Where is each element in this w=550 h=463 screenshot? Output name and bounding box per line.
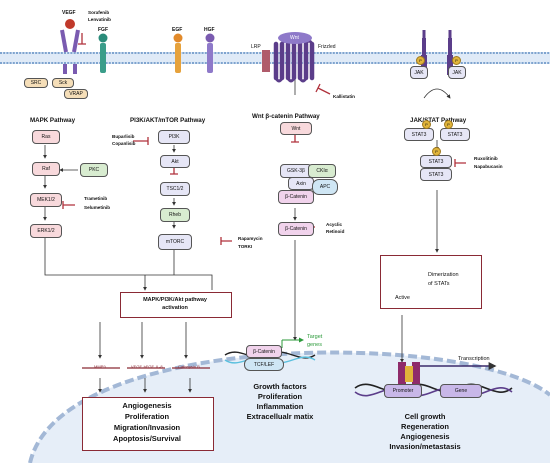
mapk-pathway-title: MAPK Pathway xyxy=(30,117,76,124)
wnt-outcome-1: Growth factors xyxy=(253,382,307,391)
vegf-receptor xyxy=(60,19,80,74)
phosphate-dot-2: P xyxy=(452,56,461,65)
erk-node: ERK1/2 xyxy=(30,224,62,238)
outcome-angiogenesis: Angiogenesis xyxy=(122,401,172,410)
jak-node-2: JAK xyxy=(448,66,466,79)
jak-pathway-title: JAK/STAT Pathway xyxy=(410,117,467,124)
frizzled-label: Frizzled xyxy=(318,44,336,50)
sck-node: Sck xyxy=(52,78,74,88)
src-node: SRC xyxy=(24,78,48,88)
outcome-apoptosis: Apoptosis/Survival xyxy=(113,434,181,443)
gene-vegf-bfgf: VEGF, bFGF, IL-8 xyxy=(131,364,163,369)
drug-rapamycin: Rapamycin xyxy=(238,236,263,241)
wnt-ligand-label: Wnt xyxy=(290,35,299,41)
drug-buparlisib: Buparlisib xyxy=(112,134,135,139)
left-gene-markers xyxy=(82,367,210,393)
drug-lenvatinib: Lenvatinib xyxy=(88,17,111,22)
pi3k-arrows xyxy=(98,145,188,359)
frizzled-receptor xyxy=(262,32,315,83)
phosphate-dot-4: P xyxy=(444,120,453,129)
drug-ruxolitinib: Ruxolitinib xyxy=(474,156,498,161)
jak-outcome-2: Regeneration xyxy=(401,422,449,431)
gene-cathepsin: Cathepsin B xyxy=(178,364,200,369)
ras-node: Ras xyxy=(32,130,60,144)
active-label: Active xyxy=(395,295,410,301)
drug-trametinib: Trametinib xyxy=(84,196,108,201)
axin-node: Axin xyxy=(288,177,314,190)
tsc-node: TSC1/2 xyxy=(160,182,190,196)
pi3k-pathway-title: PI3K/AKT/mTOR Pathway xyxy=(130,117,206,124)
outcome-migration: Migration/Invasion xyxy=(113,423,181,432)
promoter-node: Promoter xyxy=(384,384,422,398)
vegf-label: VEGF xyxy=(62,10,76,16)
egf-receptor xyxy=(173,33,183,73)
target-genes-1: Target xyxy=(307,334,323,340)
wnt-outcome-2: Proliferation xyxy=(257,392,303,401)
drug-kallistatin: Kallistatin xyxy=(333,94,355,99)
wnt-pathway-title: Wnt β-catenin Pathway xyxy=(252,113,320,120)
promoter-dimer-graphic xyxy=(398,362,420,386)
gene-node: Gene xyxy=(440,384,482,398)
target-genes-2: genes xyxy=(307,342,322,348)
drug-napabucasin: Napabucasin xyxy=(474,164,503,169)
wnt-node: Wnt xyxy=(280,122,312,135)
drug-acyclic: Acyclic xyxy=(326,222,343,227)
dimerization-label-1: Dimerization xyxy=(428,272,459,278)
mtorc-node: mTORC xyxy=(158,234,192,250)
activation-box xyxy=(120,292,232,318)
akt-node: Akt xyxy=(160,155,190,168)
lrp-label: LRP xyxy=(251,44,261,50)
fgf-label: FGF xyxy=(98,27,108,33)
pkc-node: PKC xyxy=(80,163,108,177)
gene-mmp9: MMP9 xyxy=(94,364,106,369)
activation-line1: MAPK/PI3K/Akt pathway xyxy=(143,297,207,303)
hgf-label: HGF xyxy=(204,27,215,33)
phosphate-dot-3: P xyxy=(422,120,431,129)
hgf-receptor xyxy=(205,33,215,73)
drug-sorafenib: Sorafenib xyxy=(88,10,110,15)
dimerization-label-2: of STATs xyxy=(428,281,450,287)
vrap-node: VRAP xyxy=(64,89,88,99)
jak-outcome-3: Angiogenesis xyxy=(400,432,450,441)
ck-node: CKIα xyxy=(308,164,336,178)
stat3-node-a: STAT3 xyxy=(404,128,434,141)
nucleus-bcatenin: β-Catenin xyxy=(246,345,282,358)
pi3k-node: PI3K xyxy=(158,130,190,144)
jak-outcome-4: Invasion/metastasis xyxy=(389,442,461,451)
drug-retinoid: Retinoid xyxy=(326,229,345,234)
tcf-lef-node: TCF/LEF xyxy=(244,358,284,371)
wnt-outcome-3: Inflammation xyxy=(256,402,304,411)
apc-node: APC xyxy=(312,179,338,195)
phosphate-dot-5: P xyxy=(432,147,441,156)
jak-arrows xyxy=(400,88,451,363)
bcatenin-node-1: β-Catenin xyxy=(278,190,314,204)
fgf-receptor xyxy=(98,33,108,73)
jak-receptor xyxy=(421,30,453,75)
outcome-proliferation: Proliferation xyxy=(124,412,170,421)
dimerization-box xyxy=(380,255,482,309)
jak-outcome-1: Cell growth xyxy=(404,412,446,421)
stat3-node-b: STAT3 xyxy=(440,128,470,141)
transcription-label: Transcription xyxy=(458,356,490,362)
activation-line2: activation xyxy=(162,305,188,311)
egf-label: EGF xyxy=(172,27,183,33)
mek-node: MEK1/2 xyxy=(30,193,62,207)
phosphate-dot-1: P xyxy=(416,56,425,65)
left-outcome-box xyxy=(82,397,214,451)
wnt-outcome-4: Extracellualr matix xyxy=(246,412,314,421)
drug-selumetinib: Selumetinib xyxy=(84,205,111,210)
stat3-node-d: STAT3 xyxy=(420,168,452,181)
mapk-arrows xyxy=(43,145,213,291)
bcatenin-node-2: β-Catenin xyxy=(278,222,314,236)
raf-node: Raf xyxy=(32,162,60,176)
jak-node-1: JAK xyxy=(410,66,428,79)
drug-copanlisib: Copanlisib xyxy=(112,141,136,146)
stat3-node-c: STAT3 xyxy=(420,155,452,168)
rheb-node: Rheb xyxy=(160,208,190,222)
drug-torki: TORKI xyxy=(238,244,253,249)
